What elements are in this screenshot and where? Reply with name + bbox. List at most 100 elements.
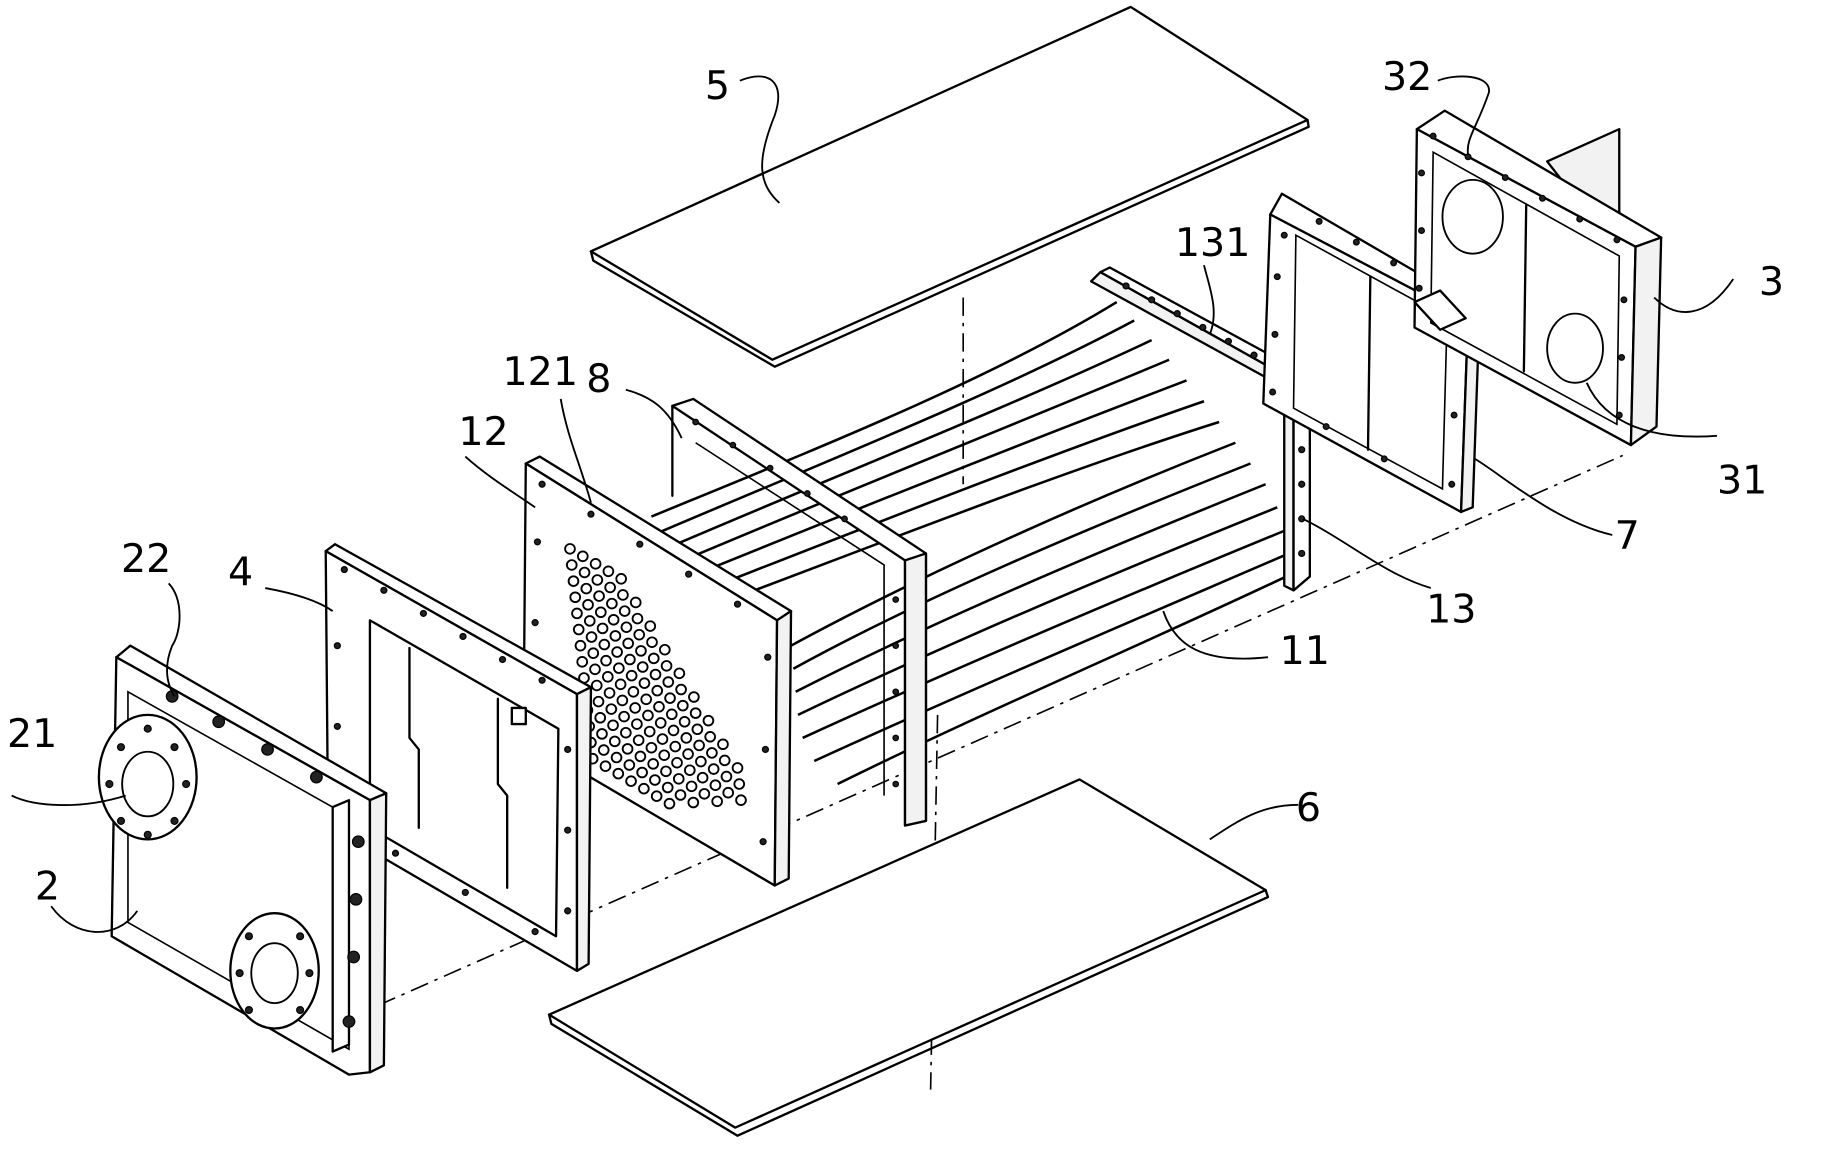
tube-hole (620, 726, 632, 739)
tube-hole (622, 637, 634, 650)
tube-hole (660, 765, 672, 778)
label-4: 4 (228, 550, 253, 596)
tube-hole (602, 565, 615, 578)
tube-hole (595, 606, 607, 619)
tube-hole (644, 620, 657, 632)
tube-hole (613, 662, 625, 674)
tube-hole (608, 735, 621, 748)
tube-hole (592, 695, 605, 708)
tube-hole (596, 728, 608, 740)
tube-hole (571, 607, 583, 620)
label-13: 13 (1426, 587, 1476, 633)
label-21: 21 (7, 711, 57, 757)
gasket-frame-8 (671, 397, 928, 827)
tube-hole (601, 671, 614, 683)
flange-lower (229, 912, 320, 1030)
tube-hole (640, 693, 653, 706)
tube-hole (718, 754, 731, 767)
tube-hole (629, 702, 641, 714)
tube-hole (711, 795, 723, 808)
tube-hole (678, 716, 691, 728)
tube-hole (627, 686, 640, 698)
label-12: 12 (458, 409, 508, 455)
label-3: 3 (1759, 259, 1784, 305)
tube-hole (645, 741, 658, 754)
tube-hole (649, 774, 661, 786)
tube-hole (658, 643, 671, 656)
tube-hole (646, 636, 658, 648)
tube-hole (635, 645, 647, 657)
tube-hole (565, 559, 578, 571)
tube-hole (604, 581, 616, 594)
tube-hole (650, 790, 663, 802)
tube-hole (709, 779, 722, 791)
tube-sheet-12 (522, 455, 793, 887)
tube-hole (663, 797, 676, 810)
label-2: 2 (35, 863, 60, 909)
tube-hole (615, 573, 627, 585)
tube-hole (587, 647, 600, 659)
header-2-bolts (165, 690, 365, 1028)
tube-hole (564, 543, 576, 555)
tube-hole (685, 780, 698, 793)
tube-hole (653, 701, 665, 713)
tube-hole (687, 796, 700, 809)
tube-hole (683, 764, 696, 776)
flange-21 (97, 713, 198, 841)
tube-hole (589, 663, 601, 676)
tube-hole (673, 667, 686, 680)
tube-hole (674, 789, 687, 801)
tube-hole (614, 678, 627, 691)
tube-hole (647, 652, 660, 665)
label-121: 121 (503, 349, 578, 395)
top-plate-5 (589, 5, 1310, 368)
label-7: 7 (1615, 513, 1640, 559)
gasket-8-bolts (692, 418, 900, 788)
leader-lines (11, 75, 1735, 933)
tube-hole (672, 773, 685, 785)
tube-hole (625, 669, 638, 682)
tube-hole (598, 638, 611, 651)
tube-hole (661, 781, 674, 794)
tube-hole (695, 755, 707, 768)
tube-hole (667, 724, 680, 737)
header-2 (97, 644, 388, 1076)
tube-hole (610, 751, 623, 764)
tube-hole (591, 574, 604, 586)
tube-hole (671, 756, 683, 769)
tube-hole (629, 596, 642, 609)
tube-hole (607, 719, 619, 732)
label-8: 8 (586, 356, 611, 402)
tube-hole (620, 621, 633, 633)
tube-hole (689, 707, 702, 719)
tube-hole (576, 656, 589, 668)
tube-hole (642, 709, 654, 722)
tube-hole (664, 692, 676, 704)
tube-hole (717, 738, 729, 751)
tube-hole (617, 589, 629, 601)
reference-labels: 5 32 3 131 121 8 12 31 7 22 4 13 11 21 6… (7, 54, 1784, 909)
tube-hole (633, 628, 646, 641)
label-11: 11 (1280, 628, 1330, 674)
tube-sheet-12-holes (564, 543, 747, 810)
tube-hole (576, 550, 589, 563)
tube-hole (649, 668, 662, 681)
header-3 (1413, 109, 1663, 447)
tube-hole (590, 679, 603, 692)
tube-hole (682, 748, 694, 760)
tube-hole (654, 717, 667, 729)
tube-hole (597, 744, 610, 756)
tube-hole (612, 767, 625, 780)
tube-hole (605, 703, 618, 715)
tube-hole (618, 605, 631, 617)
label-22: 22 (121, 536, 171, 582)
tube-hole (580, 582, 593, 595)
label-131: 131 (1175, 220, 1250, 266)
label-5: 5 (705, 63, 730, 109)
tube-hole (583, 615, 596, 627)
tube-hole (567, 575, 580, 587)
tube-hole (735, 794, 747, 806)
gasket-4 (324, 543, 593, 972)
header-3-bolts (1415, 132, 1628, 419)
